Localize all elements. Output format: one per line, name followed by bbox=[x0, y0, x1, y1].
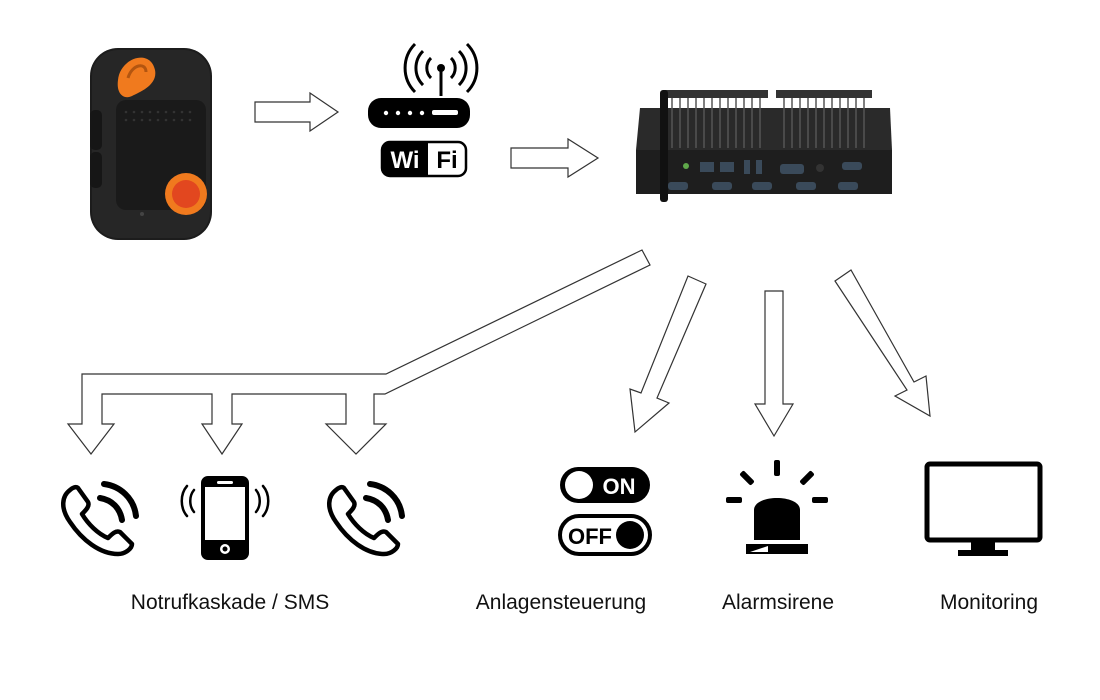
label-control: Anlagensteuerung bbox=[475, 591, 647, 614]
toggle-on-text: ON bbox=[603, 474, 636, 499]
mini-pc-device bbox=[636, 90, 892, 202]
arrow-to-control bbox=[629, 275, 707, 434]
antenna-icon bbox=[660, 90, 668, 202]
wifi-wi-text: Wi bbox=[390, 147, 419, 174]
arrow-to-cascade bbox=[66, 249, 651, 456]
wifi-fi-text: Fi bbox=[436, 147, 457, 174]
wifi-logo: Wi Fi bbox=[380, 140, 468, 178]
label-cascade: Notrufkaskade / SMS bbox=[130, 591, 330, 614]
phone-call-icon bbox=[61, 481, 139, 557]
toggle-off-text: OFF bbox=[568, 524, 612, 549]
on-off-toggle-icon: ON OFF bbox=[558, 467, 652, 556]
monitor-icon bbox=[924, 461, 1043, 556]
label-monitoring: Monitoring bbox=[939, 591, 1039, 614]
arrow-to-monitoring bbox=[834, 269, 931, 418]
arrow-pendant-to-router bbox=[254, 91, 340, 133]
alarm-siren-icon bbox=[726, 460, 828, 554]
arrow-router-to-pc bbox=[510, 137, 600, 179]
arrow-to-siren bbox=[753, 290, 795, 438]
smartphone-icon bbox=[180, 476, 270, 560]
label-siren: Alarmsirene bbox=[721, 591, 835, 614]
phone-call-icon bbox=[327, 481, 405, 557]
emergency-pendant-device bbox=[90, 48, 212, 240]
wifi-router-icon bbox=[368, 42, 479, 128]
